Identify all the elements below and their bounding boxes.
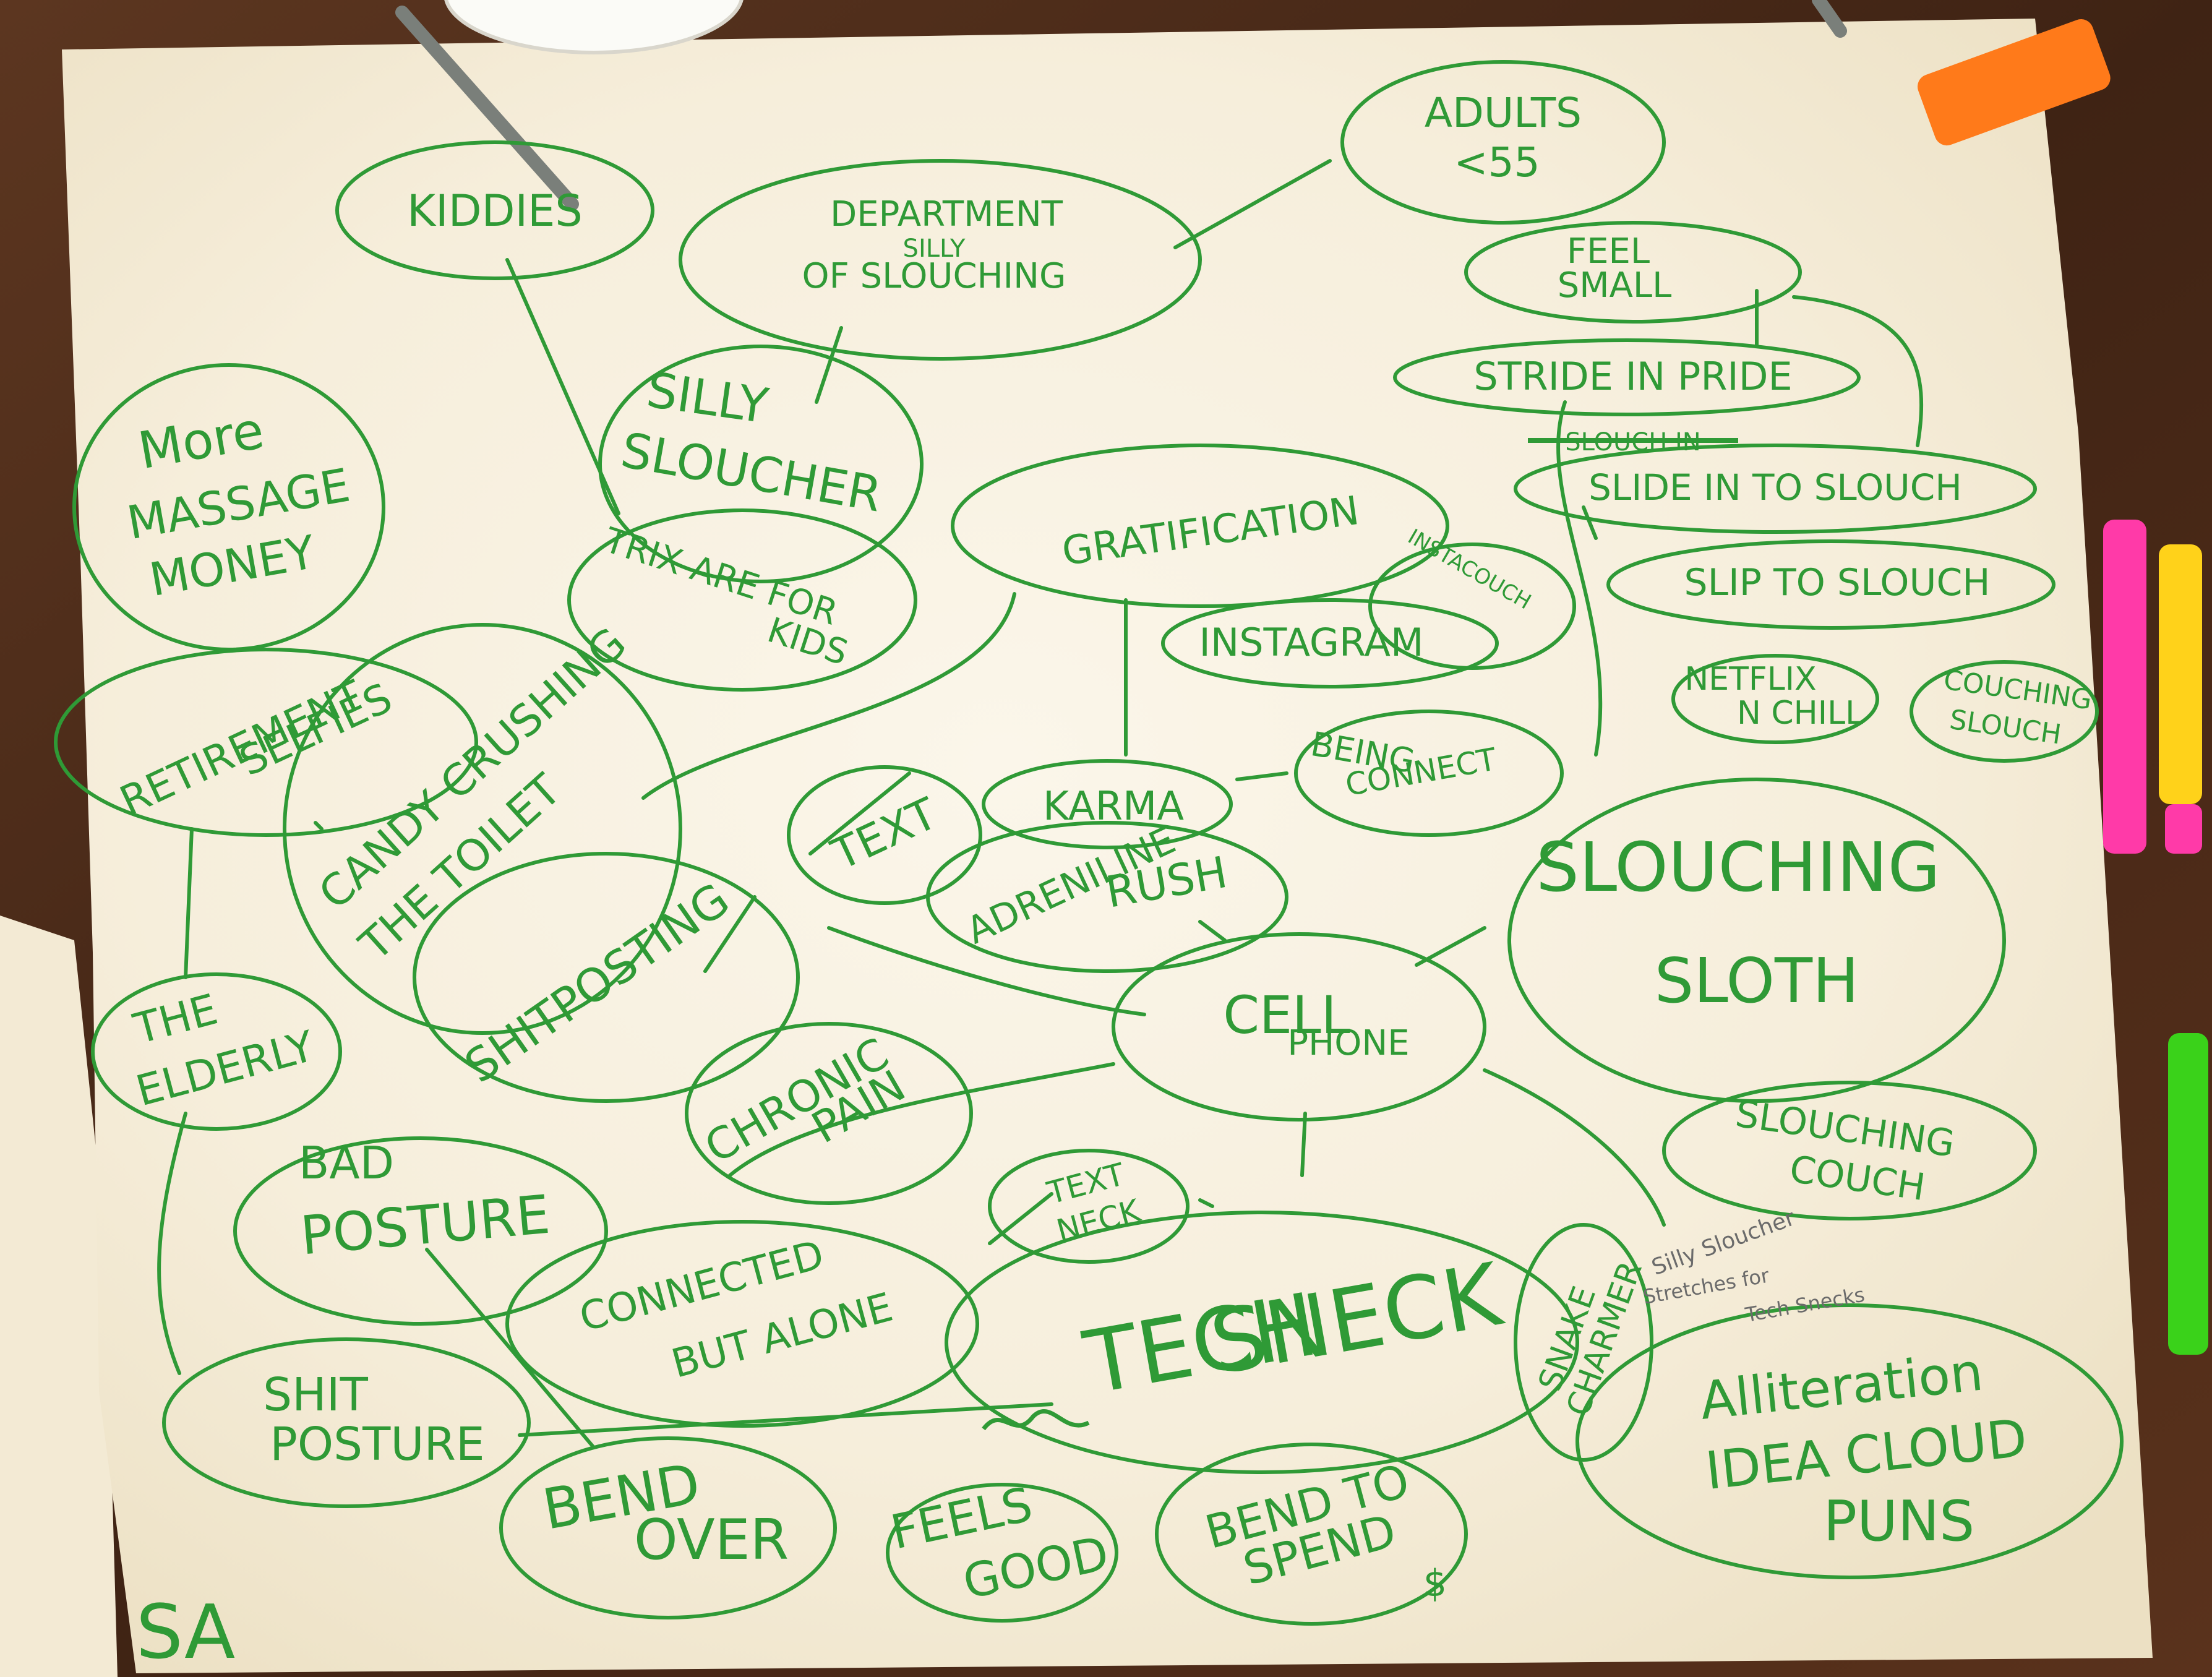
corner-initials: SA	[136, 1590, 236, 1676]
pen	[395, 6, 579, 211]
bend-over-outline	[499, 1436, 837, 1619]
slouching-sloth-line-2: SLOTH	[1655, 945, 1859, 1017]
connector-lines	[157, 159, 1924, 1449]
cell-phone-line-1: CELL	[1223, 985, 1350, 1045]
adults-outline	[1340, 60, 1666, 225]
highlighter-pink	[2103, 520, 2146, 854]
silly-sloucher-outline	[598, 345, 924, 583]
karma-label: KARMA	[1043, 784, 1184, 830]
shit-posture-line-2: POSTURE	[270, 1418, 484, 1471]
couching-slouch-outline	[1910, 660, 2099, 763]
feel-small-line-2: SMALL	[1558, 265, 1672, 306]
netflix-line-1: NETFLIX	[1684, 661, 1816, 698]
connected-but-alone-outline	[505, 1220, 979, 1428]
karma-outline	[982, 759, 1233, 849]
being-connect-outline	[1294, 710, 1564, 837]
slouch-in-struck-label: SLOUCH IN	[1565, 428, 1700, 457]
slide-in-to-slouch-outline	[1514, 444, 2037, 534]
adults-line-2: <55	[1454, 139, 1540, 186]
shitposting-outline	[413, 852, 800, 1103]
gratification-outline	[951, 444, 1449, 608]
stride-in-pride-outline	[1393, 338, 1861, 416]
highlighter-green	[2168, 1033, 2208, 1355]
slouching-couch-outline	[1662, 1081, 2037, 1220]
adrenaline-rush-outline	[926, 821, 1288, 973]
tech-sneck-outline	[945, 1211, 1579, 1474]
text-outline	[787, 765, 982, 905]
bad-posture-line-1: BAD	[299, 1137, 394, 1189]
second-paper-sheet	[0, 916, 118, 1677]
slouching-sloth-outline	[1507, 778, 2006, 1103]
slide-in-to-slouch-label: SLIDE IN TO SLOUCH	[1588, 466, 1962, 508]
the-elderly-outline	[91, 972, 342, 1131]
bend-to-spend-outline	[1155, 1443, 1468, 1626]
instacouch-outline	[1368, 543, 1576, 670]
alliteration-line-3: PUNS	[1824, 1489, 1975, 1554]
cell-phone-line-2: PHONE	[1287, 1023, 1409, 1063]
snake-charmer-outline	[1514, 1223, 1653, 1462]
candy-crushing-outline	[283, 623, 682, 1035]
instagram-label: INSTAGRAM	[1199, 620, 1424, 665]
shit-posture-outline	[162, 1337, 531, 1508]
slouching-sloth-line-1: SLOUCHING	[1536, 828, 1940, 907]
stride-in-pride-label: STRIDE IN PRIDE	[1473, 354, 1792, 399]
alliteration-outline	[1575, 1303, 2124, 1579]
feel-small-line-1: FEEL	[1567, 231, 1650, 272]
feel-small-outline	[1464, 221, 1802, 324]
plate	[444, 0, 744, 54]
netflix-line-2: N CHILL	[1737, 695, 1863, 732]
highlighter-orange	[1917, 19, 2111, 146]
feels-good-outline	[886, 1483, 1118, 1623]
shit-posture-line-1: SHIT	[263, 1368, 368, 1422]
department-line-2: SILLY	[903, 234, 966, 263]
department-line-3: OF SLOUCHING	[802, 256, 1066, 296]
bend-to-spend-line-3: $	[1423, 1562, 1447, 1605]
highlighter-yellow	[2159, 544, 2202, 804]
department-outline	[679, 159, 1202, 361]
kiddies-outline	[335, 140, 654, 280]
slip-to-slouch-label: SLIP TO SLOUCH	[1684, 561, 1991, 604]
adults-line-1: ADULTS	[1425, 89, 1582, 137]
highlighter-pink-2	[2165, 804, 2202, 854]
kiddies-label: KIDDIES	[407, 186, 583, 236]
squiggle	[982, 1409, 1090, 1431]
trix-outline	[567, 508, 917, 692]
netflix-outline	[1671, 654, 1879, 744]
pen-2	[1812, 0, 1847, 38]
retirement-selfies-outline	[54, 648, 478, 837]
instagram-outline	[1161, 598, 1499, 688]
idea-outlines	[54, 60, 2124, 1626]
cell-phone-outline	[1112, 932, 1486, 1122]
bad-posture-outline	[233, 1136, 608, 1326]
chronic-pain-outline	[685, 1022, 973, 1205]
text-neck-outline	[988, 1149, 1190, 1264]
slip-to-slouch-outline	[1606, 539, 2056, 630]
bend-over-line-2: OVER	[634, 1508, 789, 1572]
department-line-1: DEPARTMENT	[830, 194, 1063, 234]
